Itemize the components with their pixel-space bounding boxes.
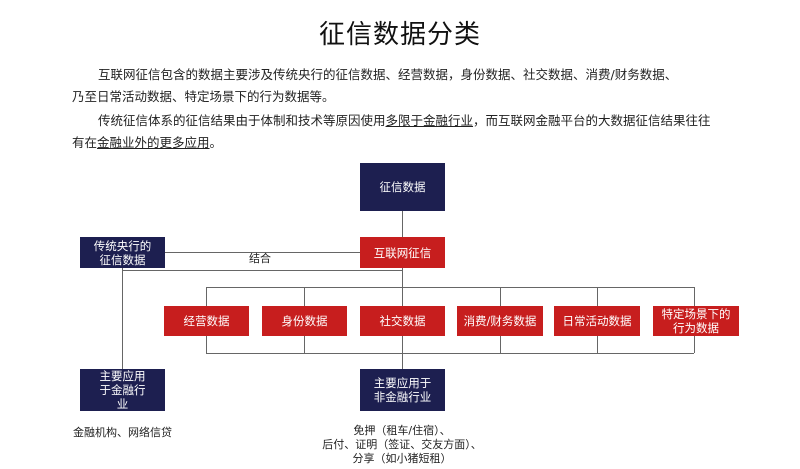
comparison-underline-2: 金融业外的更多应用 bbox=[97, 135, 210, 150]
category-scenario-behavior-data: 特定场景下的行为数据 bbox=[653, 306, 739, 336]
category-bus-top bbox=[206, 287, 694, 288]
connector-combine bbox=[165, 252, 360, 253]
category-daily-activity-data: 日常活动数据 bbox=[554, 306, 640, 336]
connector-root-down bbox=[402, 211, 403, 237]
connector-traditional-to-categories bbox=[122, 270, 402, 271]
nonfinance-application-note: 免押（租车/住宿）、 后付、证明（签证、交友方面）、 分享（如小猪短租） bbox=[302, 424, 502, 466]
comparison-line-2: 有在金融业外的更多应用。 bbox=[72, 132, 752, 154]
category-social-data: 社交数据 bbox=[360, 306, 445, 336]
category-tick-4-bottom bbox=[500, 336, 501, 353]
category-identity-data: 身份数据 bbox=[262, 306, 347, 336]
comparison-paragraph: 传统征信体系的征信结果由于体制和技术等原因使用多限于金融行业，而互联网金融平台的… bbox=[72, 110, 752, 154]
category-tick-2-bottom bbox=[304, 336, 305, 353]
nonfinance-note-line-1: 免押（租车/住宿）、 bbox=[353, 424, 451, 437]
intro-line-1: 互联网征信包含的数据主要涉及传统央行的征信数据、经营数据，身份数据、社交数据、消… bbox=[98, 67, 678, 82]
nonfinance-note-line-3: 分享（如小猪短租） bbox=[352, 452, 452, 465]
category-tick-2-top bbox=[304, 287, 305, 306]
page-title: 征信数据分类 bbox=[318, 20, 481, 50]
category-tick-4-top bbox=[500, 287, 501, 306]
internet-credit-node: 互联网征信 bbox=[360, 237, 445, 268]
traditional-credit-node: 传统央行的征信数据 bbox=[80, 237, 165, 268]
category-tick-5-top bbox=[597, 287, 598, 306]
connector-traditional-down bbox=[122, 268, 123, 369]
category-consumption-data: 消费/财务数据 bbox=[457, 306, 543, 336]
comparison-text-1a: 传统征信体系的征信结果由于体制和技术等原因使用 bbox=[98, 113, 386, 128]
comparison-text-2a: 有在 bbox=[72, 135, 98, 150]
root-node: 征信数据 bbox=[360, 163, 445, 211]
combine-label: 结合 bbox=[249, 252, 271, 265]
comparison-line-1: 传统征信体系的征信结果由于体制和技术等原因使用多限于金融行业，而互联网金融平台的… bbox=[72, 110, 752, 132]
category-tick-5-bottom bbox=[597, 336, 598, 353]
category-business-data: 经营数据 bbox=[164, 306, 249, 336]
nonfinance-note-line-2: 后付、证明（签证、交友方面）、 bbox=[322, 438, 482, 451]
nonfinance-application-node: 主要应用于非金融行业 bbox=[360, 369, 445, 411]
finance-application-note: 金融机构、网络信贷 bbox=[73, 426, 172, 439]
category-tick-6-bottom bbox=[694, 336, 695, 353]
intro-paragraph: 互联网征信包含的数据主要涉及传统央行的征信数据、经营数据，身份数据、社交数据、消… bbox=[72, 64, 752, 108]
category-bus-bottom bbox=[206, 353, 694, 354]
category-tick-6-top bbox=[694, 287, 695, 306]
comparison-text-1b: ，而互联网金融平台的大数据征信结果往往 bbox=[473, 113, 711, 128]
category-tick-1-bottom bbox=[206, 336, 207, 353]
intro-line-2: 乃至日常活动数据、特定场景下的行为数据等。 bbox=[72, 89, 335, 104]
comparison-underline-1: 多限于金融行业 bbox=[385, 113, 474, 128]
category-tick-1-top bbox=[206, 287, 207, 306]
finance-application-node: 主要应用于金融行业 bbox=[80, 369, 165, 411]
comparison-text-2b: 。 bbox=[209, 135, 223, 150]
